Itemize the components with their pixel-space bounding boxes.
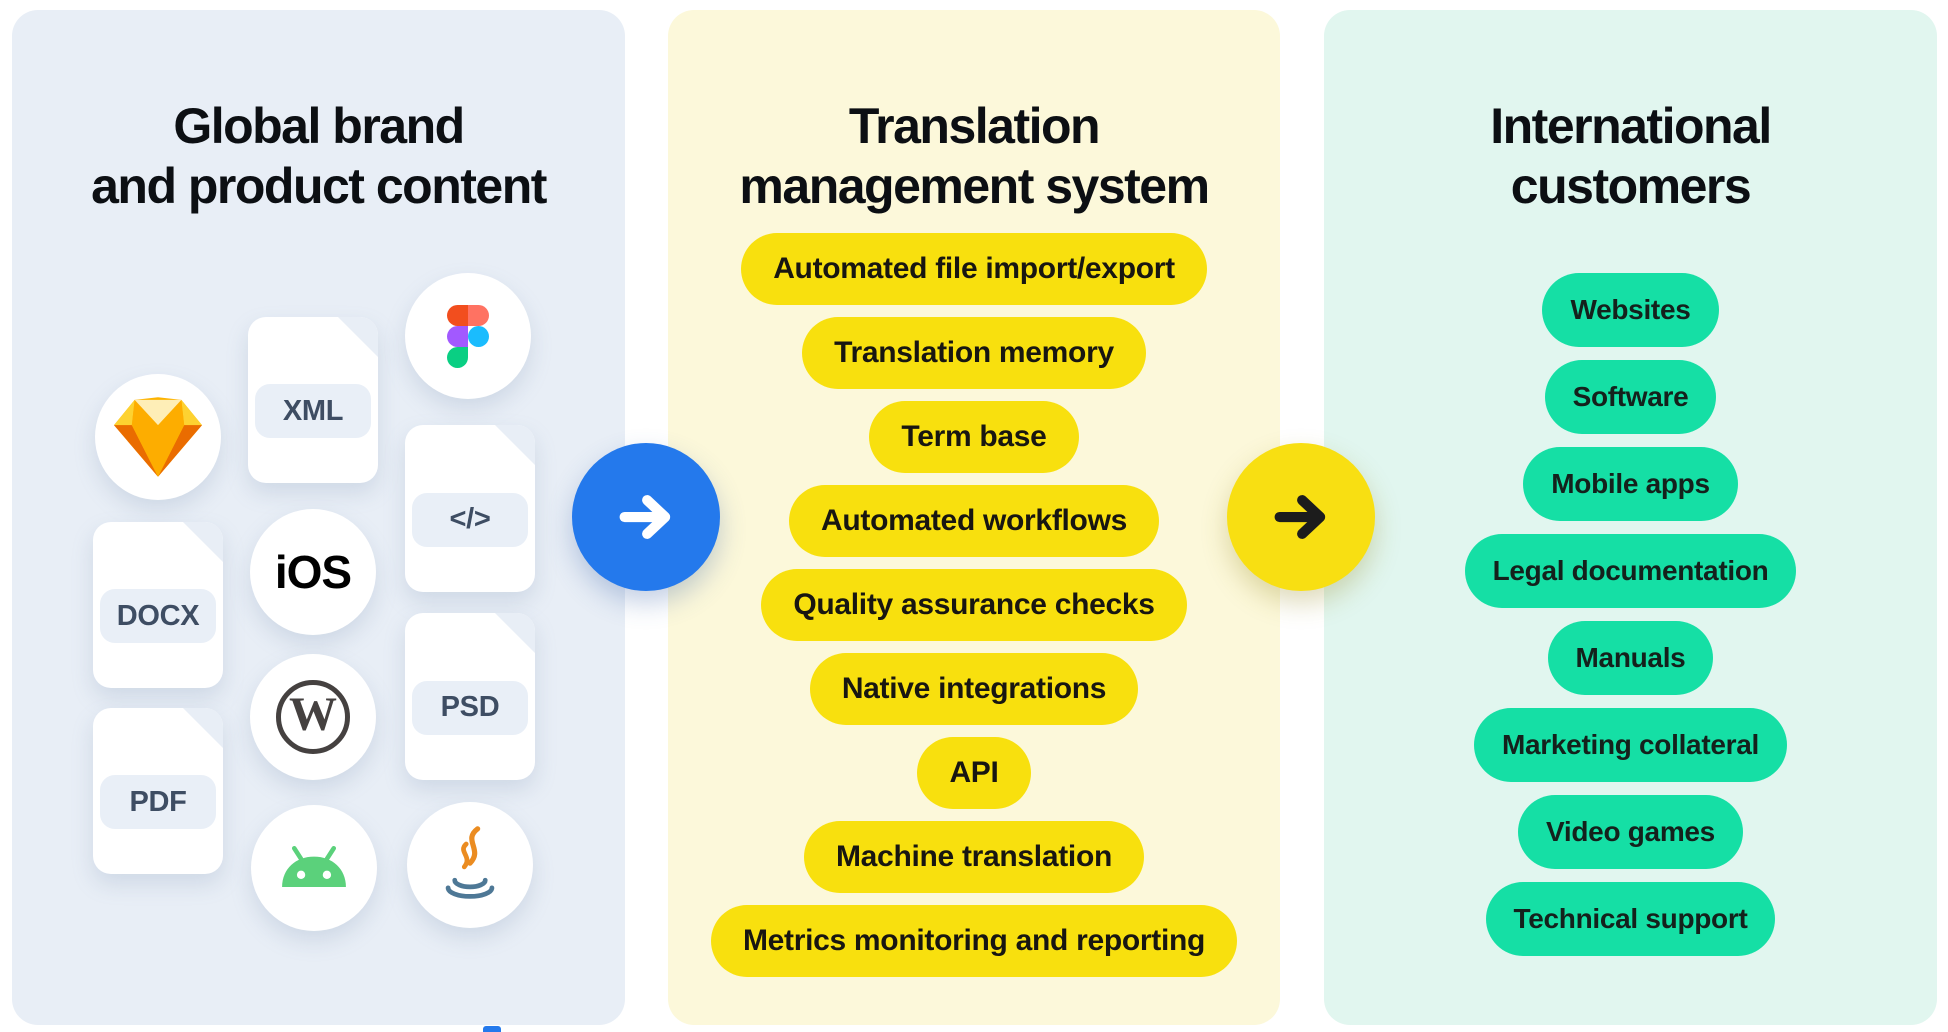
right-panel-title: International customers: [1324, 96, 1937, 216]
arrow-middle-to-right: [1227, 443, 1375, 591]
figma-logo: [447, 304, 489, 368]
code-file-label: </>: [412, 492, 528, 547]
xml-file-icon: XML: [248, 317, 378, 483]
folded-corner: [183, 522, 223, 562]
customer-pill: Websites: [1542, 273, 1719, 347]
arrow-right-icon: [619, 495, 671, 539]
android-icon: [251, 805, 377, 931]
feature-pill: Machine translation: [803, 821, 1145, 893]
middle-title-line2: management system: [739, 157, 1210, 214]
figma-icon: [405, 273, 531, 399]
customer-pill: Video games: [1518, 795, 1743, 869]
wordpress-ring: W: [276, 680, 350, 754]
feature-pill: Translation memory: [802, 317, 1146, 389]
feature-pill: API: [917, 737, 1031, 809]
feature-pill: Metrics monitoring and reporting: [710, 905, 1238, 977]
left-panel-title: Global brand and product content: [12, 96, 625, 216]
panel-translation-system: Translation management system Automated …: [668, 10, 1280, 1025]
middle-title-line1: Translation: [848, 97, 1101, 154]
left-title-line2: and product content: [91, 157, 547, 214]
java-logo: [445, 826, 495, 899]
folded-corner: [495, 425, 535, 465]
java-icon: [407, 802, 533, 928]
panel-global-content: Global brand and product content DOCX: [12, 10, 625, 1025]
middle-panel-title: Translation management system: [668, 96, 1280, 216]
ios-icon: iOS: [250, 509, 376, 635]
docx-file-label: DOCX: [100, 589, 216, 643]
android-robot: [282, 845, 346, 887]
wordpress-icon: W: [250, 654, 376, 780]
customer-pill: Technical support: [1485, 882, 1776, 956]
feature-pill: Automated workflows: [789, 485, 1159, 557]
customer-pill: Legal documentation: [1464, 534, 1797, 608]
feature-pill: Quality assurance checks: [761, 569, 1187, 641]
customer-pill: Mobile apps: [1523, 447, 1738, 521]
pdf-file-label: PDF: [100, 775, 216, 829]
folded-corner: [183, 708, 223, 748]
customer-pill: Manuals: [1547, 621, 1714, 695]
left-title-line1: Global brand: [173, 97, 465, 154]
customer-pill: Marketing collateral: [1474, 708, 1787, 782]
feature-pill: Native integrations: [809, 653, 1139, 725]
psd-file-icon: PSD: [405, 613, 535, 780]
code-file-icon: </>: [405, 425, 535, 592]
sketch-diamond: [114, 397, 202, 477]
arrow-left-to-middle: [572, 443, 720, 591]
folded-corner: [338, 317, 378, 357]
customer-pill: Software: [1544, 360, 1717, 434]
docx-file-icon: DOCX: [93, 522, 223, 688]
right-title-line2: customers: [1510, 157, 1752, 214]
folded-corner: [495, 613, 535, 653]
psd-file-label: PSD: [412, 680, 528, 735]
feature-pill: Automated file import/export: [741, 233, 1207, 305]
feature-pill: Term base: [869, 401, 1079, 473]
cropped-blue-element: [483, 1026, 501, 1032]
pdf-file-icon: PDF: [93, 708, 223, 874]
wordpress-glyph: W: [289, 687, 337, 741]
ios-label: iOS: [274, 546, 352, 598]
arrow-right-icon: [1274, 495, 1326, 539]
sketch-icon: [95, 374, 221, 500]
right-title-line1: International: [1490, 97, 1772, 154]
xml-file-label: XML: [255, 384, 371, 438]
